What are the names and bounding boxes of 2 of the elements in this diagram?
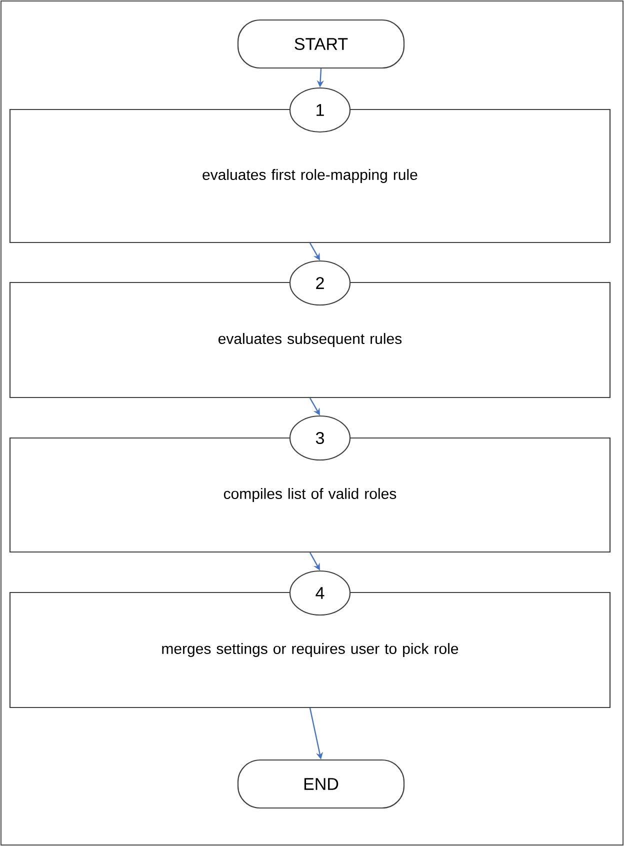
terminal-box: START [237,19,405,69]
terminal-box: END [237,759,405,809]
